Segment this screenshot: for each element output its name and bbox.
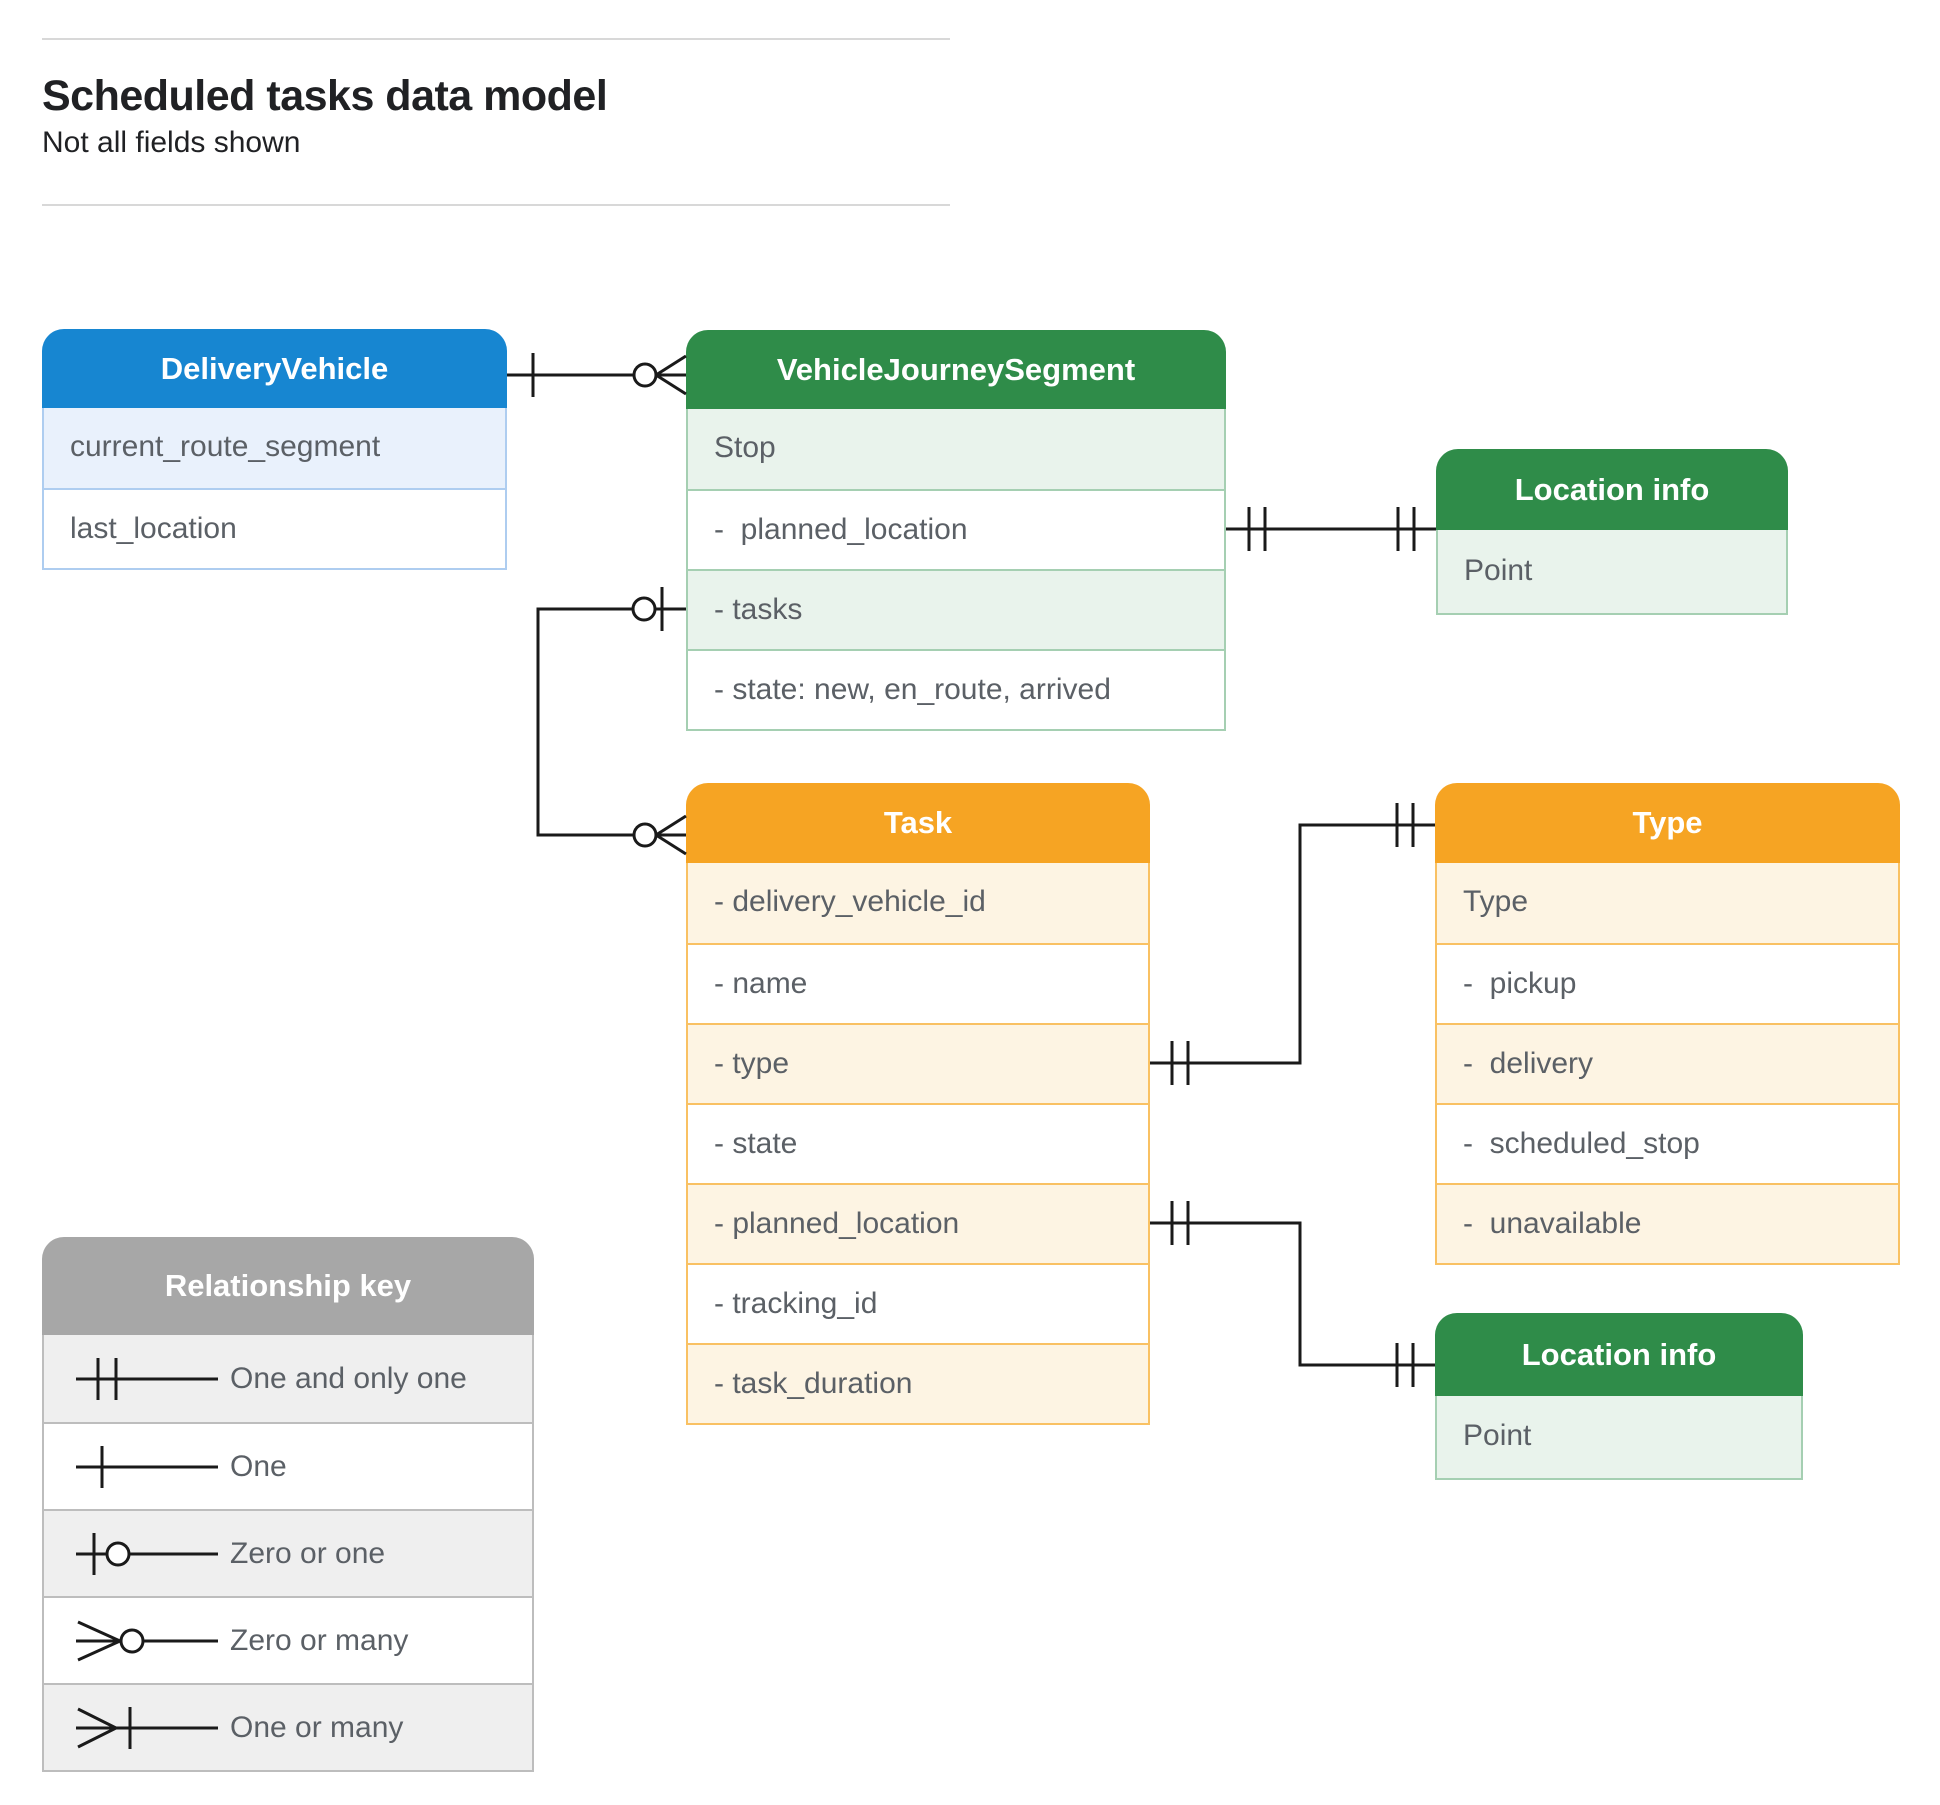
connector-task-type-to-type xyxy=(1150,803,1435,1085)
key-row: One or many xyxy=(44,1683,532,1770)
connector-vjs-tasks-to-task xyxy=(536,587,687,856)
entity-location-info-top: Location info Point xyxy=(1436,449,1788,615)
field-row: last_location xyxy=(44,488,505,568)
zero-circle-icon xyxy=(631,596,657,622)
page-title: Scheduled tasks data model xyxy=(42,72,608,120)
key-symbol-one-icon xyxy=(72,1437,222,1497)
connector-deliveryvehicle-to-vehiclejourneysegment xyxy=(507,353,687,397)
relationship-key-header: Relationship key xyxy=(42,1237,534,1335)
key-symbol-one-or-many-icon xyxy=(72,1698,222,1758)
zero-circle-icon xyxy=(632,362,658,388)
crow-foot-icon xyxy=(655,814,687,837)
key-row: One and only one xyxy=(44,1335,532,1422)
key-label: Zero or one xyxy=(230,1536,386,1570)
field-row: - delivery_vehicle_id xyxy=(688,863,1148,943)
entity-type-header: Type xyxy=(1435,783,1900,863)
top-divider xyxy=(42,38,950,40)
key-row: Zero or many xyxy=(44,1596,532,1683)
page-subtitle: Not all fields shown xyxy=(42,126,301,159)
entity-task-header: Task xyxy=(686,783,1150,863)
crow-foot-icon xyxy=(655,354,687,377)
entity-task: Task - delivery_vehicle_id- name- type- … xyxy=(686,783,1150,1425)
entity-location-info-top-header: Location info xyxy=(1436,449,1788,530)
field-row: - tracking_id xyxy=(688,1263,1148,1343)
key-symbol-zero-or-many-icon xyxy=(72,1611,222,1671)
key-label: One and only one xyxy=(230,1361,467,1395)
key-row: Zero or one xyxy=(44,1509,532,1596)
field-row: Point xyxy=(1438,530,1786,613)
entity-type: Type Type- pickup- delivery- scheduled_s… xyxy=(1435,783,1900,1265)
field-row: Stop xyxy=(688,409,1224,489)
zero-circle-icon xyxy=(632,822,658,848)
field-row: - planned_location xyxy=(688,489,1224,569)
field-row: current_route_segment xyxy=(44,408,505,488)
field-row: Point xyxy=(1437,1396,1801,1478)
key-label: One or many xyxy=(230,1710,404,1744)
field-row: - task_duration xyxy=(688,1343,1148,1423)
entity-location-info-bottom-header: Location info xyxy=(1435,1313,1803,1396)
key-symbol-zero-or-one-icon xyxy=(72,1524,222,1584)
field-row: - unavailable xyxy=(1437,1183,1898,1263)
subtitle-divider xyxy=(42,204,950,206)
entity-location-info-bottom: Location info Point xyxy=(1435,1313,1803,1480)
field-row: - planned_location xyxy=(688,1183,1148,1263)
field-row: - state xyxy=(688,1103,1148,1183)
key-label: One xyxy=(230,1449,287,1483)
entity-vehicle-journey-segment: VehicleJourneySegment Stop- planned_loca… xyxy=(686,330,1226,731)
connector-vjs-to-location-info xyxy=(1226,507,1436,551)
field-row: - state: new, en_route, arrived xyxy=(688,649,1224,729)
key-row: One xyxy=(44,1422,532,1509)
field-row: - pickup xyxy=(1437,943,1898,1023)
key-label: Zero or many xyxy=(230,1623,409,1657)
field-row: - name xyxy=(688,943,1148,1023)
field-row: - delivery xyxy=(1437,1023,1898,1103)
field-row: - tasks xyxy=(688,569,1224,649)
connector-task-to-location-info xyxy=(1150,1201,1435,1387)
entity-vehicle-journey-segment-header: VehicleJourneySegment xyxy=(686,330,1226,409)
field-row: - type xyxy=(688,1023,1148,1103)
field-row: Type xyxy=(1437,863,1898,943)
entity-delivery-vehicle-header: DeliveryVehicle xyxy=(42,329,507,408)
field-row: - scheduled_stop xyxy=(1437,1103,1898,1183)
key-symbol-one-and-only-one-icon xyxy=(72,1349,222,1409)
